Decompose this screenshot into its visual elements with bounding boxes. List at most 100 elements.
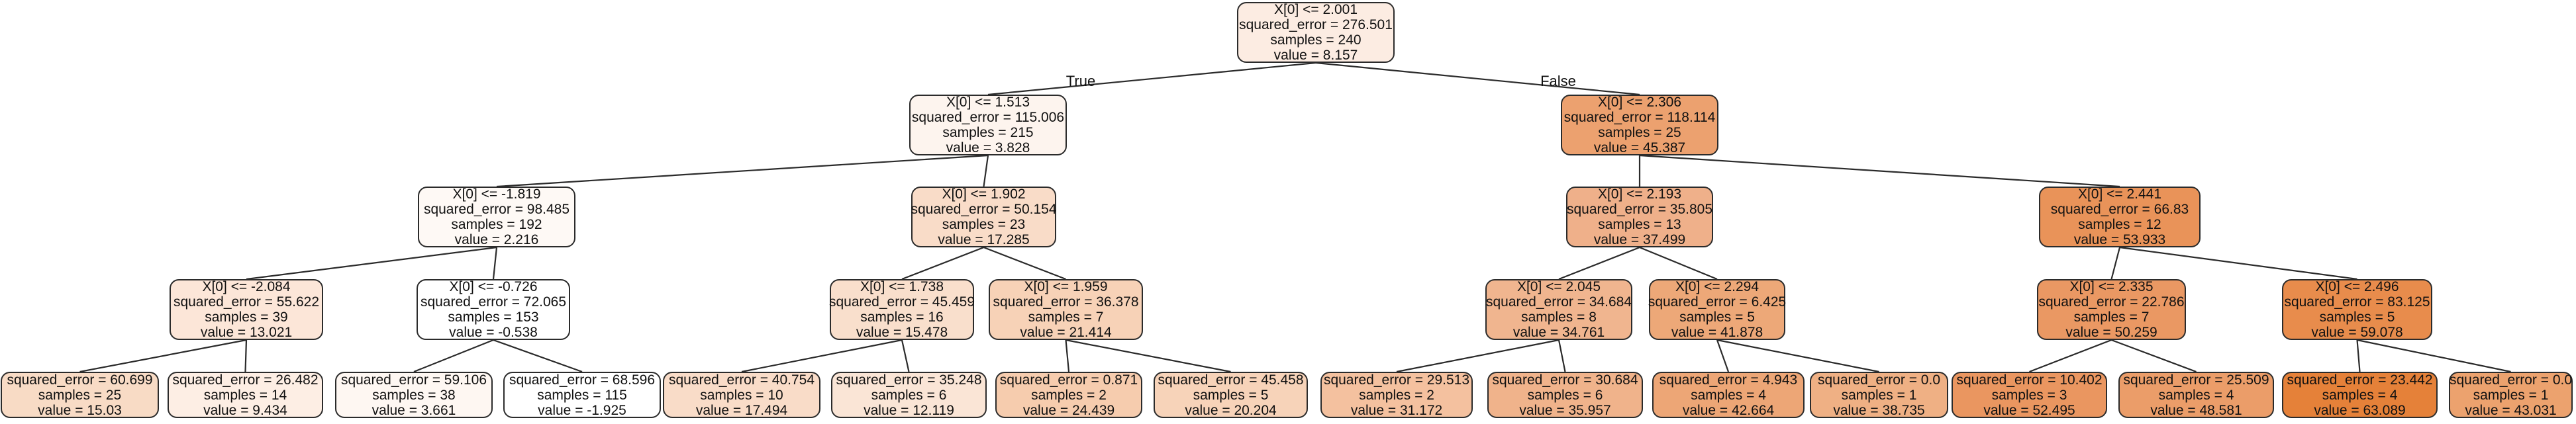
node-text-line: X[0] <= 1.513: [946, 95, 1030, 110]
node-text-line: value = 50.259: [2065, 325, 2157, 340]
node-text-line: squared_error = 0.871: [999, 372, 1138, 388]
edge-8-17: [413, 339, 494, 373]
node-text-line: squared_error = 45.459: [828, 294, 975, 310]
node-text-line: value = 15.478: [856, 325, 948, 340]
node-text-line: samples = 3: [1991, 387, 2067, 403]
node-text-line: value = 41.878: [1671, 325, 1763, 340]
node-text-line: squared_error = 10.402: [1956, 372, 2103, 388]
edge-13-28: [2111, 339, 2197, 373]
edge-2-6: [1639, 154, 2120, 188]
edge-3-8: [492, 247, 498, 280]
node-text-line: samples = 39: [205, 310, 288, 325]
node-text-line: samples = 16: [860, 310, 944, 325]
node-text-line: squared_error = 59.106: [340, 372, 487, 388]
node-text-line: samples = 12: [2078, 217, 2161, 232]
node-text-line: squared_error = 0.0: [2449, 372, 2573, 388]
node-text-line: X[0] <= 2.496: [2315, 279, 2399, 294]
edge-0-1: [987, 62, 1316, 96]
node-text-line: value = 21.414: [1020, 325, 1112, 340]
node-text-line: samples = 23: [942, 217, 1026, 232]
node-text-line: squared_error = 29.513: [1323, 372, 1470, 388]
node-text-line: value = 9.434: [203, 402, 287, 418]
node-text-line: samples = 5: [1679, 310, 1755, 325]
node-text-line: samples = 2: [1031, 387, 1107, 403]
edge-6-14: [2119, 246, 2357, 280]
node-text-line: squared_error = 34.684: [1485, 294, 1632, 310]
node-text-line: X[0] <= 2.306: [1597, 95, 1682, 110]
node-text-line: value = 59.078: [2311, 325, 2403, 340]
node-text-line: squared_error = 26.482: [172, 372, 319, 388]
node-text-line: value = 45.387: [1593, 140, 1686, 155]
node-text-line: value = 38.735: [1833, 402, 1925, 418]
edge-4-10: [983, 246, 1066, 280]
node-text-line: squared_error = 30.684: [1492, 372, 1638, 388]
node-text-line: samples = 6: [1527, 387, 1603, 403]
node-text-line: value = 15.03: [38, 402, 122, 418]
edge-9-20: [901, 339, 910, 372]
node-text-line: samples = 4: [1691, 387, 1766, 403]
node-text-line: value = 63.089: [2314, 402, 2406, 418]
node-text-line: X[0] <= 1.959: [1024, 279, 1108, 294]
edge-12-26: [1716, 339, 1879, 373]
node-text-line: squared_error = 68.596: [509, 372, 656, 388]
node-text-line: squared_error = 35.248: [836, 372, 982, 388]
node-text-line: X[0] <= 2.294: [1675, 279, 1759, 294]
edge-7-15: [79, 339, 247, 373]
node-text-line: squared_error = 25.509: [2123, 372, 2269, 388]
node-text-line: samples = 1: [1841, 387, 1917, 403]
node-text-line: value = 48.581: [2150, 402, 2242, 418]
edge-label-true: True: [1065, 73, 1096, 89]
node-text-line: X[0] <= 1.738: [860, 279, 944, 294]
edge-0-2: [1315, 62, 1640, 96]
node-text-line: samples = 215: [942, 125, 1034, 140]
node-text-line: X[0] <= 2.045: [1516, 279, 1601, 294]
edge-1-3: [496, 154, 989, 188]
edge-3-7: [246, 246, 497, 280]
node-text-line: squared_error = 276.501: [1239, 17, 1393, 32]
node-text-line: value = 34.761: [1512, 325, 1605, 340]
node-text-line: value = 52.495: [1983, 402, 2075, 418]
node-text-line: value = 20.204: [1185, 402, 1277, 418]
node-text-line: X[0] <= 2.441: [2077, 187, 2162, 202]
node-text-line: samples = 25: [38, 387, 122, 403]
node-text-line: value = 3.828: [946, 140, 1030, 155]
node-text-line: samples = 10: [700, 387, 783, 403]
edge-7-16: [244, 339, 248, 372]
node-text-line: value = 24.439: [1022, 402, 1115, 418]
node-text-line: squared_error = 60.699: [7, 372, 153, 388]
node-text-line: samples = 7: [1028, 310, 1104, 325]
edge-10-22: [1065, 339, 1231, 373]
edge-10-21: [1065, 339, 1070, 372]
node-text-line: squared_error = 83.125: [2284, 294, 2430, 310]
node-text-line: value = -0.538: [449, 325, 538, 340]
node-text-line: value = 42.664: [1682, 402, 1775, 418]
node-text-line: samples = 25: [1598, 125, 1681, 140]
node-text-line: value = 2.216: [454, 232, 539, 247]
node-text-line: squared_error = 22.786: [2038, 294, 2185, 310]
node-text-line: samples = 5: [2319, 310, 2395, 325]
node-text-line: value = 8.157: [1273, 48, 1358, 63]
node-text-line: samples = 8: [1521, 310, 1597, 325]
edge-11-23: [1396, 339, 1560, 373]
node-text-line: samples = 153: [448, 310, 539, 325]
node-text-line: value = 35.957: [1519, 402, 1611, 418]
node-text-line: samples = 5: [1193, 387, 1269, 403]
node-text-line: squared_error = 36.378: [993, 294, 1139, 310]
